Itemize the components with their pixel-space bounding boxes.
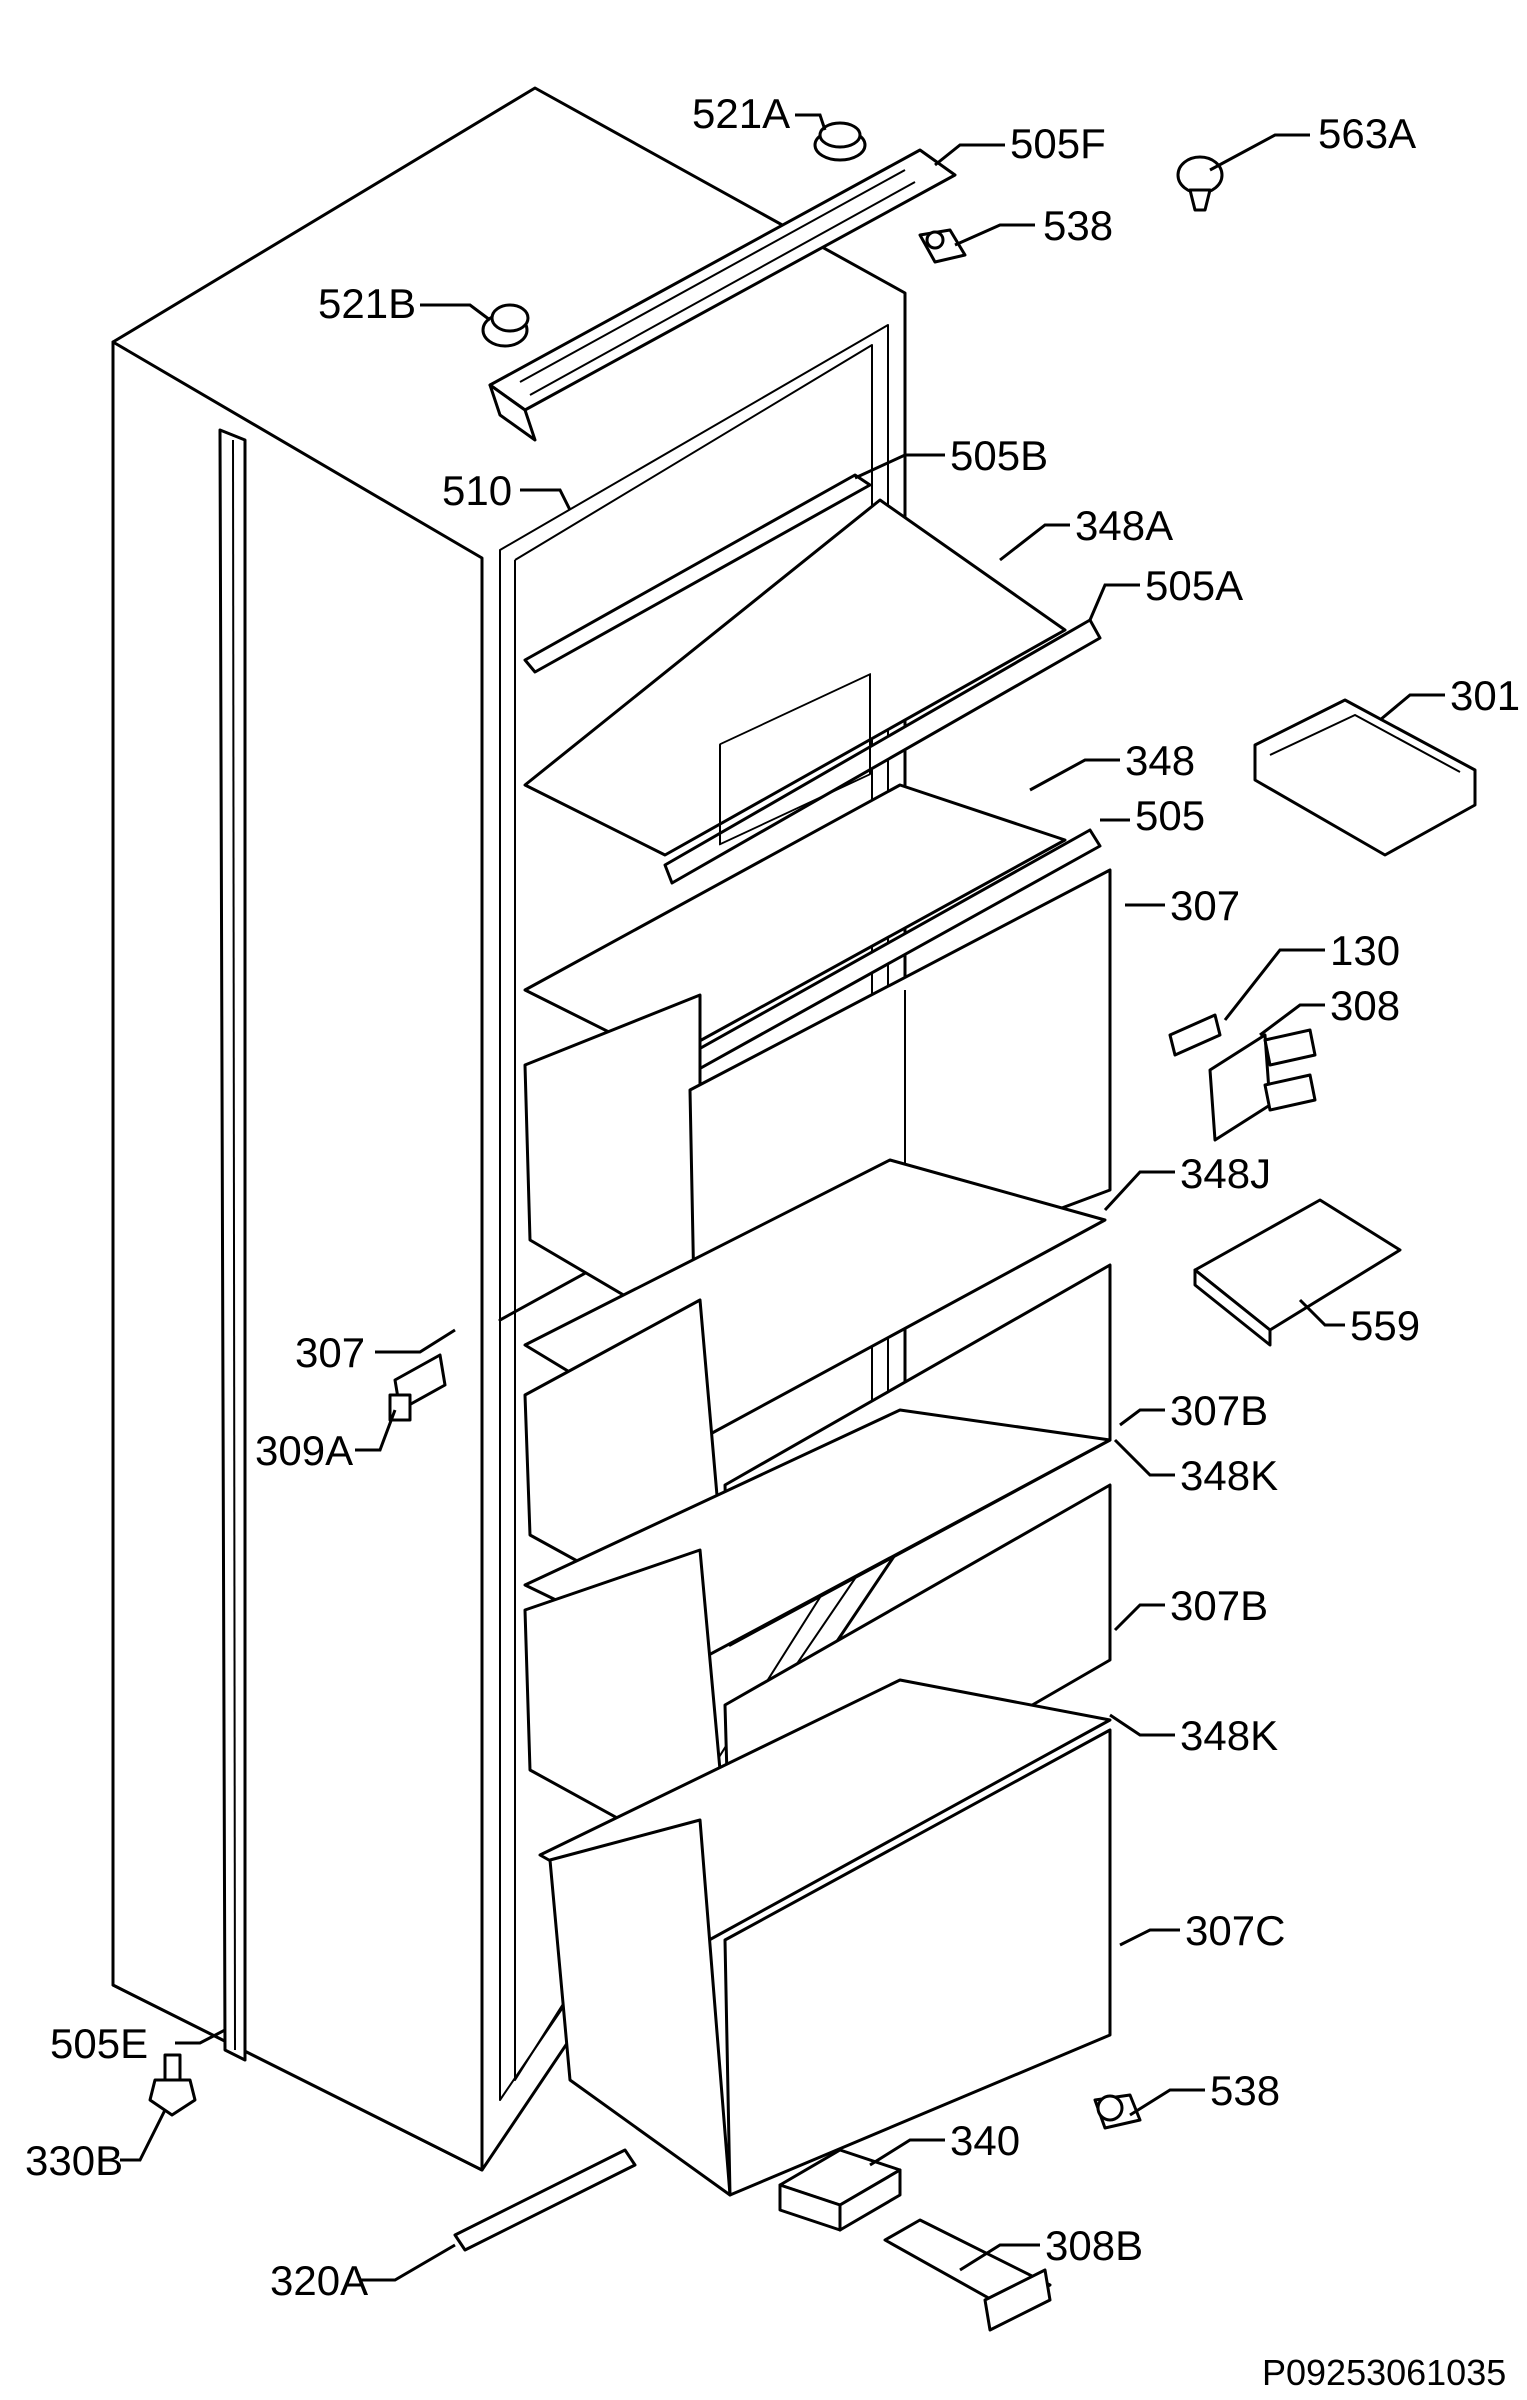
label-505a: 505A	[1145, 562, 1243, 609]
pin-538-bottom-part	[1093, 2093, 1142, 2130]
label-308b: 308B	[1045, 2222, 1143, 2269]
plug-563a-part	[1176, 155, 1224, 212]
label-505f: 505F	[1010, 120, 1106, 167]
label-348k-lower: 348K	[1180, 1712, 1278, 1759]
label-307b-upper: 307B	[1170, 1387, 1268, 1434]
label-307-top: 307	[1170, 882, 1240, 929]
label-301: 301	[1450, 672, 1520, 719]
drawing-code: P09253061035	[1262, 2352, 1506, 2393]
ice-tray-301-part	[1253, 698, 1477, 857]
label-320a: 320A	[270, 2257, 368, 2304]
label-538-top: 538	[1043, 202, 1113, 249]
bracket-130-part	[1168, 1013, 1222, 1057]
front-strip-505b-part	[523, 473, 872, 674]
label-521b: 521B	[318, 280, 416, 327]
label-340: 340	[950, 2117, 1020, 2164]
leader-lines	[120, 113, 1445, 2282]
rail-320a-part	[453, 2148, 637, 2252]
label-505e: 505E	[50, 2020, 148, 2067]
label-521a: 521A	[692, 90, 790, 137]
label-538-bottom: 538	[1210, 2067, 1280, 2114]
label-130: 130	[1330, 927, 1400, 974]
label-505b: 505B	[950, 432, 1048, 479]
callout-labels: 521A 505F 563A 538 521B 505B 510 348A 50…	[25, 90, 1520, 2304]
leg-330b-part	[148, 2053, 197, 2117]
label-505: 505	[1135, 792, 1205, 839]
glass-shelf-348a-part	[523, 498, 1067, 857]
bottom-hinge-308b-part	[883, 2218, 1052, 2332]
bottom-drawer-307c-part	[548, 1728, 1112, 2197]
hinge-308-part	[1208, 1028, 1317, 1142]
top-hinge-bar-part	[488, 148, 957, 442]
label-559: 559	[1350, 1302, 1420, 1349]
cover-559-part	[1193, 1198, 1402, 1347]
label-308: 308	[1330, 982, 1400, 1029]
clip-309a-part	[388, 1353, 447, 1422]
label-307-left: 307	[295, 1329, 365, 1376]
label-307c: 307C	[1185, 1907, 1285, 1954]
label-348k-upper: 348K	[1180, 1452, 1278, 1499]
label-348: 348	[1125, 737, 1195, 784]
label-563a: 563A	[1318, 110, 1416, 157]
hinge-cap-521b-part	[481, 303, 530, 348]
label-348j: 348J	[1180, 1150, 1271, 1197]
pin-538-top-part	[918, 228, 967, 264]
label-307b-lower: 307B	[1170, 1582, 1268, 1629]
label-309a: 309A	[255, 1427, 353, 1474]
label-330b: 330B	[25, 2137, 123, 2184]
front-strip-505a-part	[663, 618, 1102, 885]
label-348a: 348A	[1075, 502, 1173, 549]
hinge-cap-521a-part	[813, 121, 867, 162]
label-510: 510	[442, 467, 512, 514]
